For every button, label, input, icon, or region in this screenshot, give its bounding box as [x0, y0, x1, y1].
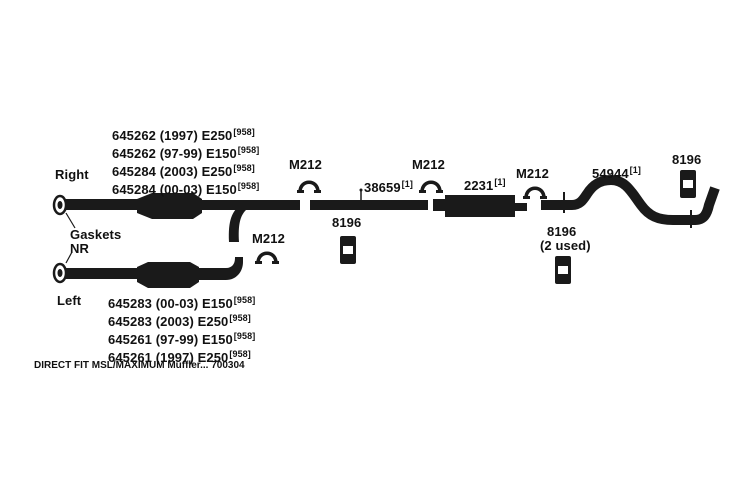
part-line: 645283 (00-03) E150[958] — [108, 295, 256, 311]
8196-hanger-icon — [340, 236, 356, 264]
part-line: 645261 (1997) E250[958] — [108, 349, 251, 365]
left-label: Left — [57, 293, 82, 308]
m212-clamp-icon — [419, 180, 443, 193]
right-pipe-inlet — [52, 194, 68, 216]
8196-hanger-icon — [555, 256, 571, 284]
gaskets-label: Gaskets — [70, 227, 122, 242]
hanger-used-label: (2 used) — [540, 238, 591, 253]
hanger-label: 8196 — [332, 215, 362, 230]
part-line: 645262 (1997) E250[958] — [112, 127, 255, 143]
part-line: 645262 (97-99) E150[958] — [112, 145, 260, 161]
left-parts-list: 645283 (00-03) E150[958] 645283 (2003) E… — [108, 293, 255, 365]
clamp-label: M212 — [412, 157, 445, 172]
right-label: Right — [55, 167, 89, 182]
right-catalytic-converter — [62, 193, 300, 242]
footer-note: DIRECT FIT MSL/MAXIMUM Muffler... 700304 — [34, 360, 245, 371]
part-line: 645283 (2003) E250[958] — [108, 313, 251, 329]
gasket-pointer-right — [65, 212, 76, 229]
intermediate-pipe — [310, 200, 428, 210]
m212-clamp-icon — [255, 251, 279, 264]
part-line: 645261 (97-99) E150[958] — [108, 331, 256, 347]
clamp-label: M212 — [252, 231, 285, 246]
m212-clamp-icon — [523, 186, 547, 199]
muffler — [433, 195, 527, 217]
m212-clamp-icon — [297, 180, 321, 193]
tailpipe — [541, 174, 720, 225]
tailpipe-label-54944: 54944[1] — [592, 165, 641, 181]
gasket-pointer-left — [65, 251, 73, 264]
hanger-label: 8196 — [672, 152, 702, 167]
clamp-label: M212 — [289, 157, 322, 172]
left-pipe-inlet — [52, 262, 68, 284]
right-parts-list: 645262 (1997) E250[958] 645262 (97-99) E… — [112, 125, 259, 197]
clamp-label: M212 — [516, 166, 549, 181]
hanger-label: 8196 — [547, 224, 577, 239]
left-catalytic-converter — [62, 257, 243, 288]
8196-hanger-icon — [680, 170, 696, 198]
part-line: 645284 (2003) E250[958] — [112, 163, 255, 179]
nr-label: NR — [70, 241, 89, 256]
part-line: 645284 (00-03) E150[958] — [112, 181, 260, 197]
muffler-label-2231: 2231[1] — [464, 177, 506, 193]
pipe-label-38659: 38659[1] — [364, 179, 413, 195]
